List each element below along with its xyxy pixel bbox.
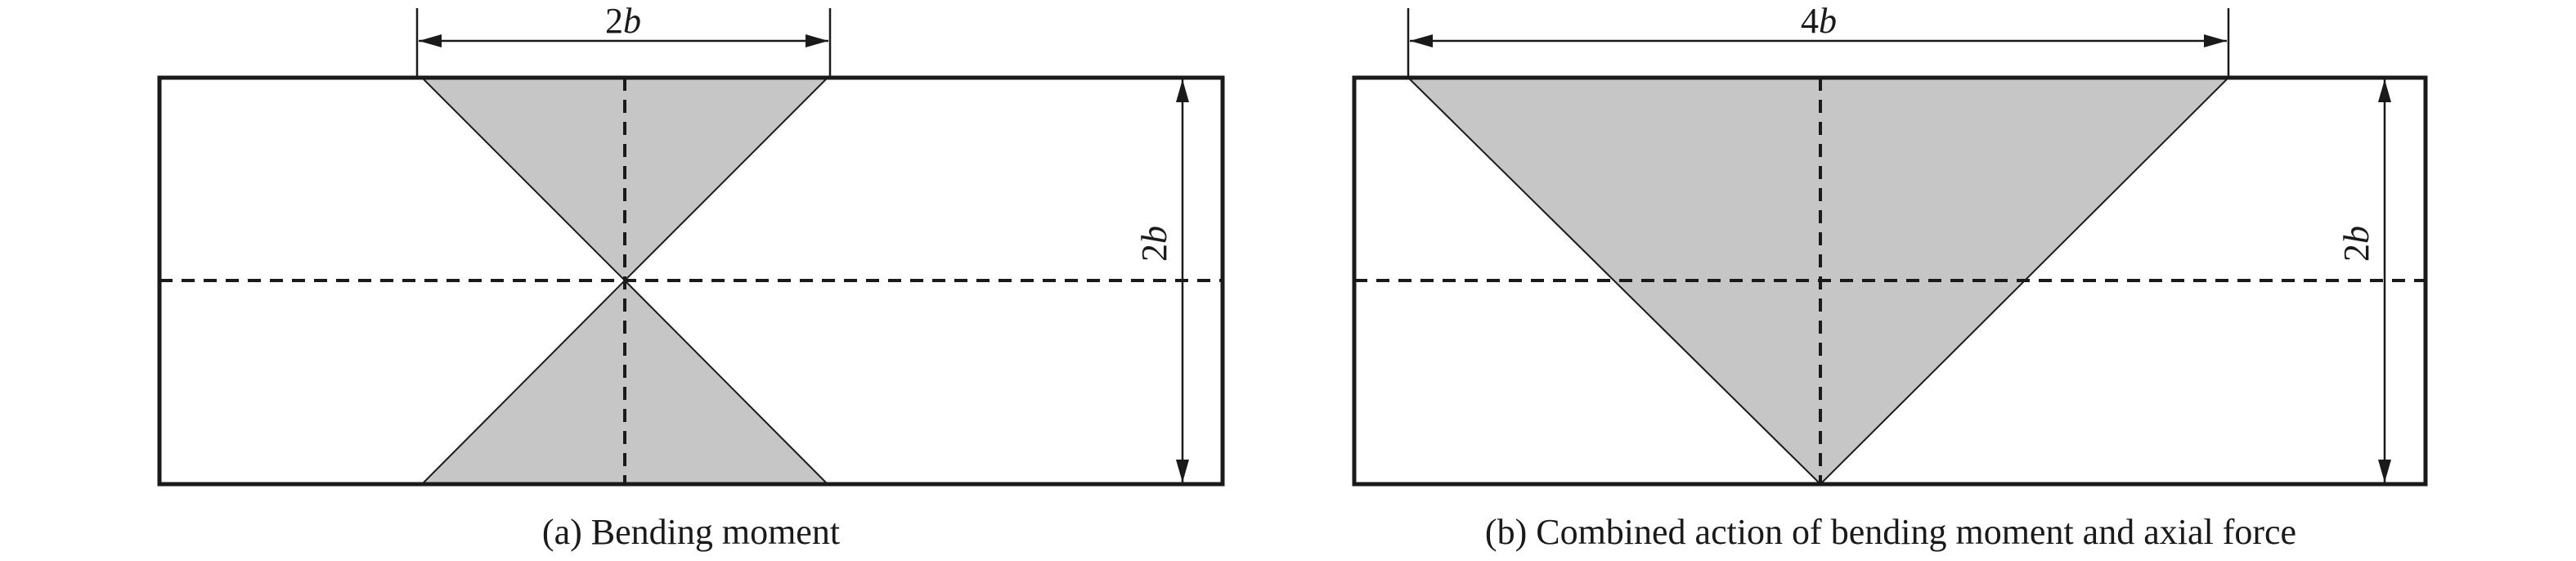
- panel-b-height-label: 2b: [2336, 226, 2376, 262]
- panel-b-section-outline: [1352, 75, 2428, 487]
- panel-a-width-arrow-left: [419, 34, 442, 47]
- panel-b-width-arrow-left: [1410, 34, 1433, 47]
- panel-a-height-arrow-bottom: [1176, 460, 1189, 482]
- panel-b-width-label: 4b: [1801, 1, 1837, 41]
- panel-a-width-arrow-right: [806, 34, 828, 47]
- panel-a-width-label: 2b: [605, 1, 641, 41]
- panel-a-section-outline: [157, 75, 1225, 487]
- panel-b-caption: (b) Combined action of bending moment an…: [1485, 512, 2296, 552]
- panel-a-caption: (a) Bending moment: [542, 512, 840, 552]
- panel-b-height-arrow-bottom: [2378, 460, 2391, 482]
- panel-b: 4b 2b (b) Combined action of bending mom…: [1352, 1, 2428, 552]
- panel-a: 2b 2b (a) Bending moment: [157, 1, 1225, 552]
- panel-b-width-arrow-right: [2204, 34, 2227, 47]
- panel-a-height-label: 2b: [1134, 226, 1174, 262]
- panel-a-height-arrow-top: [1176, 79, 1189, 102]
- panel-b-height-arrow-top: [2378, 79, 2391, 102]
